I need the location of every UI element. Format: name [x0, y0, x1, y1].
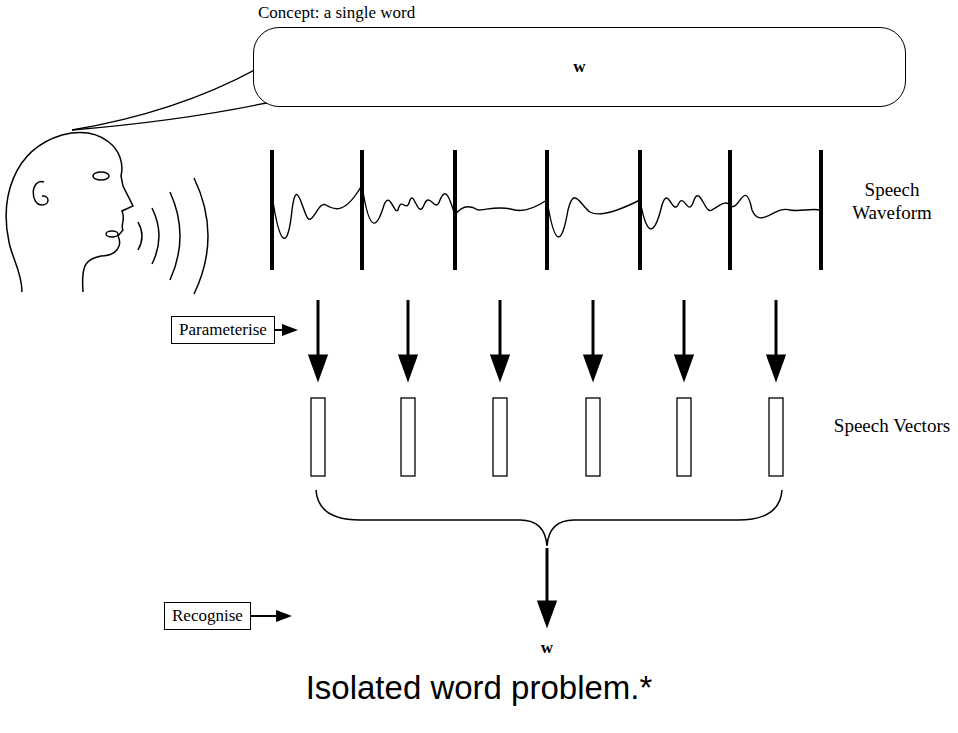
process-box: Recognise	[164, 602, 251, 630]
brace	[316, 490, 782, 546]
speech-waveform	[272, 150, 821, 270]
pointer-arrow	[251, 610, 292, 622]
pointer-line	[251, 615, 278, 617]
caption: Isolated word problem.*	[0, 668, 958, 708]
speech-vectors	[311, 398, 783, 476]
recognised-word: w	[517, 638, 577, 658]
node-text: Recognise	[172, 606, 243, 626]
concept-word: w	[254, 28, 905, 105]
pointer-head	[276, 610, 292, 622]
pointer-head	[282, 324, 298, 336]
process-box: Parameterise	[171, 316, 275, 344]
recognise-arrow	[539, 548, 555, 624]
speaker-head	[6, 133, 208, 294]
stage-label: Speech Waveform	[830, 178, 954, 224]
bubble-heading: Concept: a single word	[258, 3, 415, 23]
concept-bubble: Concept: a single wordw	[253, 27, 906, 107]
pointer-arrow	[275, 324, 298, 336]
speech-bubble-tail	[72, 66, 280, 130]
node-text: Parameterise	[179, 320, 267, 340]
parameterise-arrows	[310, 300, 784, 378]
stage-label: Speech Vectors	[830, 414, 954, 437]
